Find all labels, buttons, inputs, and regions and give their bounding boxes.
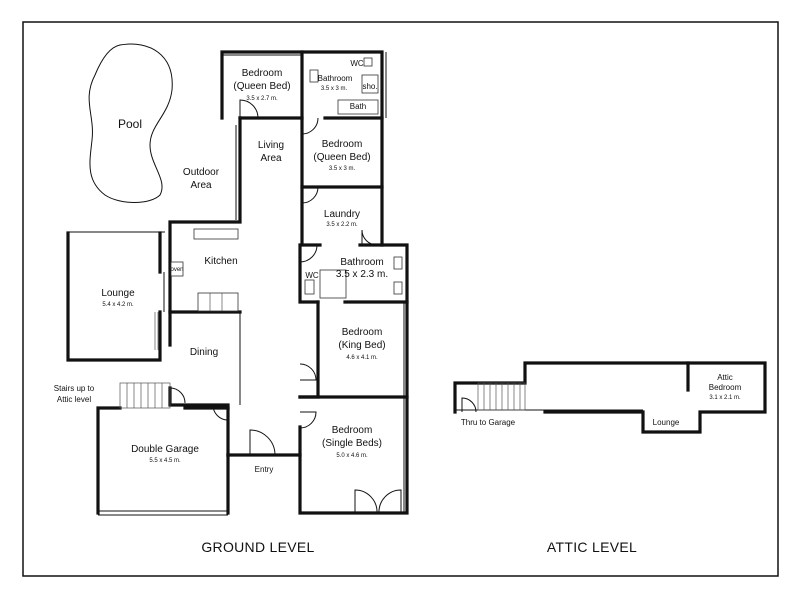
attic-plan: Attic Bedroom 3.1 x 2.1 m. Lounge Thru t… [453, 361, 767, 434]
oven-label: oven [170, 267, 183, 273]
bedroom-4-dim: 5.0 x 4.6 m. [336, 453, 368, 459]
bedroom-4-label-b: (Single Beds) [322, 438, 382, 449]
ground-level-title: GROUND LEVEL [201, 539, 314, 555]
bedroom-3-label-a: Bedroom [342, 327, 383, 338]
laundry-dim: 3.5 x 2.2 m. [326, 222, 358, 228]
bathroom-1-bath: Bath [350, 102, 366, 111]
attic-bedroom-dim: 3.1 x 2.1 m. [709, 395, 741, 401]
bathroom-2-wc: WC [305, 271, 319, 280]
pool-label: Pool [118, 117, 142, 131]
bedroom-3-dim: 4.6 x 4.1 m. [346, 355, 378, 361]
ground-labels: Bedroom (Queen Bed) 3.5 x 2.7 m. WC Bath… [54, 59, 388, 474]
outdoor-area-label-a: Outdoor [183, 167, 220, 178]
lounge-dim: 5.4 x 4.2 m. [102, 302, 134, 308]
kitchen-label: Kitchen [204, 256, 237, 267]
door-swings [169, 99, 402, 514]
frame-border [22, 21, 779, 577]
bathroom-1-dim: 3.5 x 3 m. [321, 86, 348, 92]
bedroom-2-label-b: (Queen Bed) [313, 152, 370, 163]
dining-label: Dining [190, 347, 218, 358]
pool-outline [88, 43, 173, 203]
attic-bedroom-label-b: Bedroom [709, 383, 742, 392]
bathroom-2-dim: 3.5 x 2.3 m. [336, 269, 388, 280]
attic-lounge-label: Lounge [653, 418, 680, 427]
bedroom-4-label-a: Bedroom [332, 425, 373, 436]
outdoor-area-label-b: Area [190, 180, 212, 191]
bathroom-1-wc: WC [350, 59, 364, 68]
attic-bedroom-label-a: Attic [717, 373, 733, 382]
bedroom-1-dim: 3.5 x 2.7 m. [246, 96, 278, 102]
laundry-label: Laundry [324, 209, 360, 220]
bedroom-2-dim: 3.5 x 3 m. [329, 166, 356, 172]
ground-walls [66, 50, 409, 516]
attic-level-title: ATTIC LEVEL [547, 539, 637, 555]
fixtures [119, 57, 403, 409]
bedroom-3-label-b: (King Bed) [338, 340, 385, 351]
lounge-label: Lounge [101, 288, 135, 299]
entry-label: Entry [255, 465, 274, 474]
bedroom-1-label-b: (Queen Bed) [233, 81, 290, 92]
bedroom-2-label-a: Bedroom [322, 139, 363, 150]
garage-dim: 5.5 x 4.5 m. [149, 458, 181, 464]
living-area-label-b: Area [260, 153, 282, 164]
bedroom-1-label-a: Bedroom [242, 68, 283, 79]
stairs-label-a: Stairs up to [54, 384, 95, 393]
garage-label: Double Garage [131, 444, 199, 455]
living-area-label-a: Living [258, 140, 284, 151]
thru-garage-label: Thru to Garage [461, 418, 516, 427]
stairs-label-b: Attic level [57, 395, 91, 404]
bathroom-2-label: Bathroom [340, 257, 383, 268]
bathroom-1-shower: sho. [362, 82, 377, 91]
bathroom-1-label: Bathroom [318, 74, 353, 83]
